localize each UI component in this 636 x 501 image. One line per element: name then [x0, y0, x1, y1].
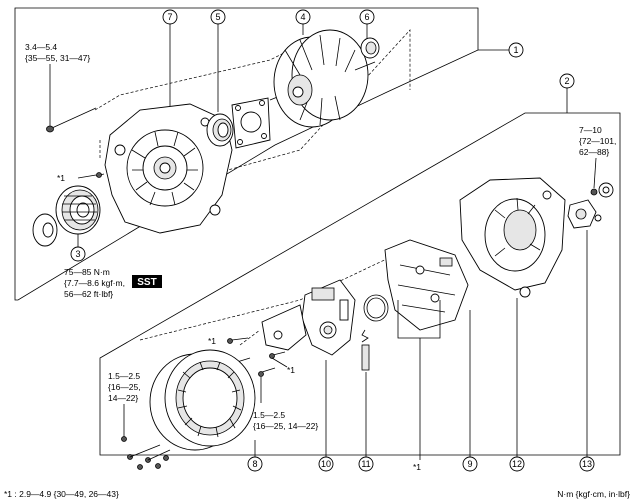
sst-badge-label: SST: [137, 277, 156, 288]
svg-text:{72—101,: {72—101,: [579, 136, 616, 146]
stator-screws: [121, 428, 171, 470]
svg-text:1.5—2.5: 1.5—2.5: [253, 410, 285, 420]
regulator-bracket: [261, 304, 307, 351]
rear-cover: [459, 177, 566, 298]
retainer-plate: [231, 97, 271, 149]
group-frame-2: [99, 112, 621, 456]
units-note: N·m {kgf·cm, in·lbf}: [557, 489, 630, 499]
svg-text:3: 3: [75, 249, 80, 259]
svg-text:9: 9: [467, 459, 472, 469]
snap-ring: [363, 294, 389, 322]
callout-10: 10: [318, 360, 334, 472]
svg-text:{16—25,: {16—25,: [108, 382, 141, 392]
b-terminal: [567, 182, 614, 229]
svg-text:*1: *1: [208, 336, 216, 346]
svg-text:{16—25, 14—22}: {16—25, 14—22}: [253, 421, 318, 431]
torque-spec-stator: 1.5—2.5 {16—25, 14—22}: [108, 371, 141, 428]
callout-3: 3: [70, 230, 86, 262]
svg-text:13: 13: [582, 459, 592, 469]
svg-text:2: 2: [564, 76, 569, 86]
svg-text:1: 1: [513, 45, 518, 55]
svg-text:12: 12: [512, 459, 522, 469]
torque-spec-through-bolt: 3.4—5.4 {35—55, 31—47}: [25, 42, 90, 126]
callout-8: 8: [247, 440, 263, 472]
bearing: [206, 113, 234, 147]
callout-1: 1: [508, 42, 524, 58]
callout-12: 12: [509, 298, 525, 472]
callout-5: 5: [210, 9, 226, 112]
callout-9: 9: [462, 310, 478, 472]
svg-text:{7.7—8.6 kgf·m,: {7.7—8.6 kgf·m,: [64, 278, 125, 288]
through-bolt: [46, 107, 97, 133]
sst-badge: [132, 275, 162, 288]
svg-text:{35—55, 31—47}: {35—55, 31—47}: [25, 53, 90, 63]
pulley: [32, 185, 101, 247]
svg-text:14—22}: 14—22}: [108, 393, 138, 403]
svg-text:*1: *1: [57, 173, 65, 183]
callout-4: 4: [295, 9, 311, 35]
svg-text:4: 4: [300, 12, 305, 22]
svg-text:56—62 ft·lbf}: 56—62 ft·lbf}: [64, 289, 113, 299]
svg-text:7—10: 7—10: [579, 125, 602, 135]
callout-7: 7: [162, 9, 178, 110]
svg-text:*1: *1: [413, 462, 421, 472]
stator: [149, 349, 256, 451]
svg-text:8: 8: [252, 459, 257, 469]
rectifier-screws: *1: [397, 300, 441, 472]
callout-11: 11: [358, 372, 374, 472]
torque-spec-pulley: 75—85 N·m {7.7—8.6 kgf·m, 56—62 ft·lbf} …: [64, 267, 162, 299]
callout-2: 2: [559, 73, 575, 89]
svg-text:6: 6: [364, 12, 369, 22]
svg-text:11: 11: [361, 459, 370, 469]
torque-spec-b-terminal: 7—10 {72—101, 62—88}: [579, 125, 616, 189]
svg-text:*1: *1: [287, 365, 295, 375]
pulley-screw: *1: [57, 172, 105, 183]
svg-text:75—85 N·m: 75—85 N·m: [64, 267, 110, 277]
footnote: *1 : 2.9—4.9 {30—49, 26—43}: [4, 489, 119, 499]
torque-spec-regulator: 1.5—2.5 {16—25, 14—22}: [253, 410, 318, 431]
regulator: [301, 279, 356, 356]
callout-6: 6: [359, 9, 375, 38]
svg-text:1.5—2.5: 1.5—2.5: [108, 371, 140, 381]
rear-bearing: [360, 37, 380, 59]
callout-13: 13: [579, 230, 595, 472]
svg-text:3.4—5.4: 3.4—5.4: [25, 42, 57, 52]
svg-text:62—88}: 62—88}: [579, 147, 609, 157]
svg-text:5: 5: [215, 12, 220, 22]
rectifier: [384, 239, 469, 331]
brush: [361, 329, 370, 371]
svg-text:7: 7: [167, 12, 172, 22]
front-housing: [104, 103, 233, 234]
rotor: [269, 29, 376, 128]
svg-text:10: 10: [321, 459, 331, 469]
